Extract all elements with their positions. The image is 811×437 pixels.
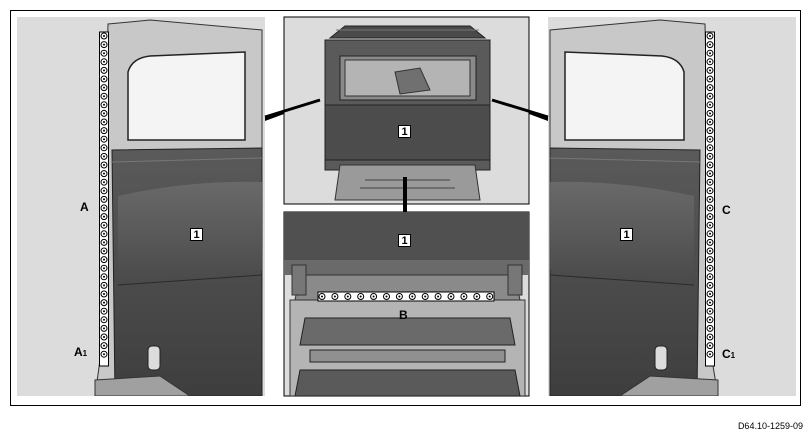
part-number-top: 1 [398,125,411,138]
rivet-row-a [99,31,109,367]
label-a1: A1 [74,345,88,359]
label-c1: C1 [722,347,736,361]
top-view [324,25,491,201]
label-c: C [722,203,731,217]
part-number-right: 1 [620,228,633,241]
rivet-row-b [317,291,495,302]
label-b: B [399,308,408,322]
right-view [548,17,796,396]
part-number-bottom: 1 [398,234,411,247]
left-view [17,17,265,396]
label-a: A [80,200,89,214]
part-number-left: 1 [190,228,203,241]
figure-caption: D64.10-1259-09 [737,421,803,431]
rivet-row-c [705,31,715,367]
connector-bottom [403,177,407,212]
